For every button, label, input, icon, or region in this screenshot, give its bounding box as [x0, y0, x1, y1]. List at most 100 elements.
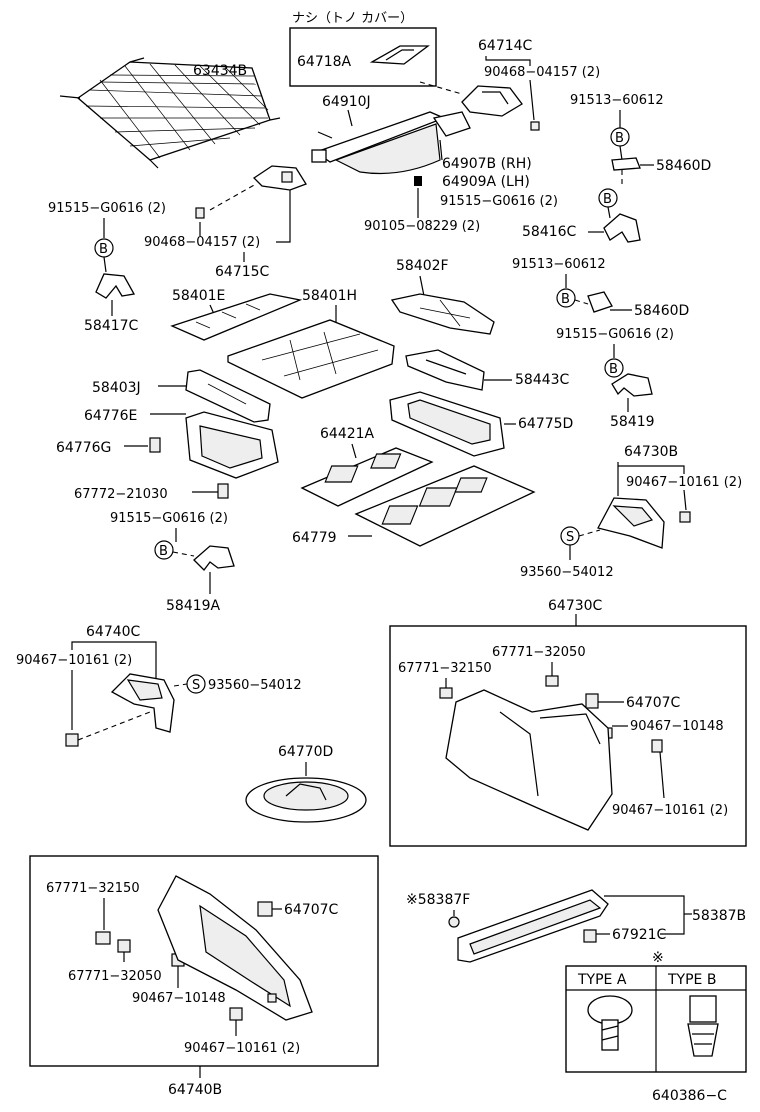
part-64730B	[597, 497, 665, 549]
svg-text:B: B	[603, 192, 612, 207]
label-58460D-top: 58460D	[656, 158, 711, 174]
marker-s-2: S	[186, 674, 206, 694]
marker-b-3: B	[94, 238, 114, 258]
label-58387B: 58387B	[692, 908, 746, 924]
label-64907B: 64907B (RH)	[442, 156, 532, 172]
clip-67771-32050-b	[117, 939, 131, 953]
label-58416C: 58416C	[522, 224, 577, 240]
label-63434B: 63434B	[193, 63, 247, 79]
label-64910J: 64910J	[322, 94, 371, 110]
type-table-note: ※	[652, 950, 664, 966]
tonneau-box	[289, 27, 437, 87]
part-58402F	[390, 293, 495, 335]
svg-text:B: B	[159, 544, 168, 559]
label-67921C: 67921C	[612, 927, 667, 943]
label-90467-10161-box: 90467−10161 (2)	[612, 803, 728, 818]
label-64775D: 64775D	[518, 416, 573, 432]
label-91515-G0616-low: 91515−G0616 (2)	[110, 511, 228, 526]
label-58387F: ※58387F	[406, 892, 470, 908]
label-91513-60612-top: 91513−60612	[570, 93, 664, 108]
label-58403J: 58403J	[92, 380, 141, 396]
label-90467-10148-a: 90467−10148	[630, 719, 724, 734]
clip-64776G	[149, 437, 161, 453]
part-63434B-net	[59, 57, 281, 169]
label-90468-04157-mid: 90468−04157 (2)	[144, 235, 260, 250]
svg-text:B: B	[615, 131, 624, 146]
part-58460D-top	[611, 157, 641, 171]
label-91515-G0616-mid: 91515−G0616 (2)	[556, 327, 674, 342]
clip-90468-top	[530, 121, 540, 131]
marker-b-6: B	[154, 540, 174, 560]
label-91515-G0616-right: 91515−G0616 (2)	[440, 194, 558, 209]
label-64740C: 64740C	[86, 624, 141, 640]
label-64714C: 64714C	[478, 38, 533, 54]
label-67772-21030: 67772−21030	[74, 487, 168, 502]
svg-text:B: B	[99, 242, 108, 257]
label-90105-08229: 90105−08229 (2)	[364, 219, 480, 234]
part-64910J	[311, 111, 471, 175]
clip-67772	[217, 483, 229, 499]
label-58419: 58419	[610, 414, 655, 430]
clip-90467-10161-bottom	[229, 1007, 243, 1021]
header-note: ナシ（トノ カバー）	[292, 11, 413, 26]
label-58401E: 58401E	[172, 288, 225, 304]
clip-67771-32050-a	[545, 675, 559, 687]
label-64421A: 64421A	[320, 426, 375, 442]
label-58402F: 58402F	[396, 258, 449, 274]
clip-64707C-b	[257, 901, 273, 917]
label-58417C: 58417C	[84, 318, 139, 334]
label-91513-60612-mid: 91513−60612	[512, 257, 606, 272]
label-58460D-mid: 58460D	[634, 303, 689, 319]
label-64909A: 64909A (LH)	[442, 174, 530, 190]
part-58416C	[603, 213, 641, 243]
type-b-header: TYPE B	[667, 972, 716, 988]
label-64730B: 64730B	[624, 444, 678, 460]
label-58401H: 58401H	[302, 288, 357, 304]
part-64740B	[157, 875, 313, 1021]
label-64779: 64779	[292, 530, 337, 546]
label-90467-10161-right: 90467−10161 (2)	[626, 475, 742, 490]
part-58401E	[170, 293, 303, 341]
label-58419A: 58419A	[166, 598, 221, 614]
part-64776E	[185, 411, 279, 479]
label-67771-32150-a: 67771−32150	[398, 661, 492, 676]
label-67771-32150-b: 67771−32150	[46, 881, 140, 896]
part-58387B	[457, 889, 609, 963]
clip-type-a-icon	[587, 995, 633, 1051]
part-58443C	[405, 349, 485, 391]
type-a-header: TYPE A	[577, 972, 627, 988]
label-90467-10161-left: 90467−10161 (2)	[16, 653, 132, 668]
marker-b-2: B	[598, 188, 618, 208]
part-58417C	[95, 273, 136, 299]
part-64421A	[300, 447, 434, 507]
label-93560-54012-left: 93560−54012	[208, 678, 302, 693]
svg-text:B: B	[561, 292, 570, 307]
part-58401H	[227, 319, 395, 399]
label-64730C: 64730C	[548, 598, 603, 614]
clip-67921C	[583, 929, 597, 943]
clip-type-b-icon	[687, 995, 719, 1057]
label-58443C: 58443C	[515, 372, 570, 388]
clip-67771-32150-b	[95, 931, 111, 945]
part-64730C	[445, 689, 613, 831]
label-67771-32050-b: 67771−32050	[68, 969, 162, 984]
label-64740B: 64740B	[168, 1082, 222, 1098]
part-58419	[611, 373, 653, 397]
figure-id: 640386−C	[652, 1088, 727, 1104]
clip-58387F	[448, 916, 460, 928]
marker-s-1: S	[560, 526, 580, 546]
clip-90467-right	[679, 511, 691, 523]
svg-text:S: S	[192, 678, 200, 693]
label-90467-10148-b: 90467−10148	[132, 991, 226, 1006]
marker-b-1: B	[610, 127, 630, 147]
part-64740C	[110, 673, 175, 733]
label-90468-04157-top: 90468−04157 (2)	[484, 65, 600, 80]
part-58403J	[185, 369, 271, 423]
label-67771-32050-a: 67771−32050	[492, 645, 586, 660]
label-64715C: 64715C	[215, 264, 270, 280]
part-58460D-mid	[587, 291, 613, 313]
label-64718A: 64718A	[297, 54, 352, 70]
svg-text:B: B	[609, 362, 618, 377]
part-64775D	[389, 391, 505, 457]
